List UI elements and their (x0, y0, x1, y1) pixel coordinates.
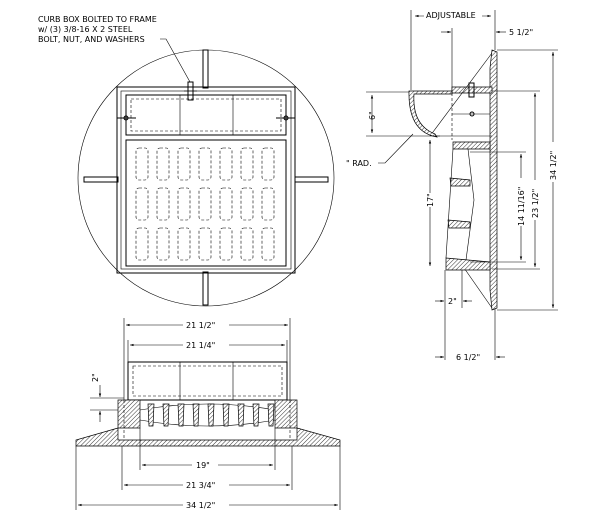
grate-slot (219, 227, 233, 261)
grate-bar (237, 403, 245, 427)
grate-slot (156, 227, 170, 261)
grate-slot (198, 187, 212, 221)
grate-bar (222, 403, 230, 427)
dim-21-1-2: 21 1/2" (186, 321, 215, 330)
dim-14-11-16: 14 11/16" (517, 187, 526, 226)
dim-2: 2" (448, 297, 457, 306)
bolt-icon (117, 115, 136, 121)
grate-bar (207, 403, 215, 427)
grate-slot (156, 147, 170, 181)
radius-label: " RAD. (346, 159, 372, 168)
dim-23-1-2: 23 1/2" (531, 189, 540, 218)
dim-34-1-2: 34 1/2" (549, 151, 558, 180)
grate-slots (135, 147, 275, 261)
grate-slot (261, 147, 275, 181)
grate-slot (261, 227, 275, 261)
dim-34-1-2-bottom: 34 1/2" (186, 501, 215, 510)
dim-19: 19" (196, 461, 210, 470)
bolt-icon (469, 111, 475, 117)
grate-slot (177, 187, 191, 221)
dim-adjustable: ADJUSTABLE (426, 11, 476, 20)
side-section-view: ADJUSTABLE 5 1/2" 6" " RAD. 17" 14 11/16… (346, 9, 558, 362)
grate-slot (240, 147, 254, 181)
grate-bar (147, 403, 155, 427)
dim-5-1-2: 5 1/2" (509, 28, 533, 37)
grate-slot (135, 147, 149, 181)
plan-view: CURB BOX BOLTED TO FRAME w/ (3) 3/8-16 X… (38, 15, 335, 307)
dim-6: 6" (368, 111, 377, 120)
grate-slot (135, 227, 149, 261)
dim-21-1-4: 21 1/4" (186, 341, 215, 350)
grate-slot (156, 187, 170, 221)
bolt-icon (184, 81, 197, 101)
front-elevation: 21 1/2" 21 1/4" 2" 19" (75, 318, 341, 510)
bolt-icon (468, 82, 475, 98)
note-line-2: w/ (3) 3/8-16 X 2 STEEL (38, 25, 133, 34)
grate-bar (192, 403, 200, 427)
grate-slot (219, 187, 233, 221)
dim-2-vertical: 2" (91, 373, 100, 382)
grate-bars (147, 403, 275, 427)
grate-slot (177, 227, 191, 261)
dim-21-3-4: 21 3/4" (186, 481, 215, 490)
grate-bar (162, 403, 170, 427)
grate-bar (267, 403, 275, 427)
grate-bar (252, 403, 260, 427)
grate-slot (240, 187, 254, 221)
grate-slot (219, 147, 233, 181)
grate-slot (198, 147, 212, 181)
grate-slot (135, 187, 149, 221)
note-line-1: CURB BOX BOLTED TO FRAME (38, 15, 157, 24)
dim-17: 17" (426, 193, 435, 207)
note-line-3: BOLT, NUT, AND WASHERS (38, 35, 145, 44)
grate-slot (198, 227, 212, 261)
grate-slot (240, 227, 254, 261)
bolt-icon (276, 115, 295, 121)
dim-6-1-2: 6 1/2" (456, 353, 480, 362)
grate-slot (261, 187, 275, 221)
grate-bar (177, 403, 185, 427)
grate-slot (177, 147, 191, 181)
